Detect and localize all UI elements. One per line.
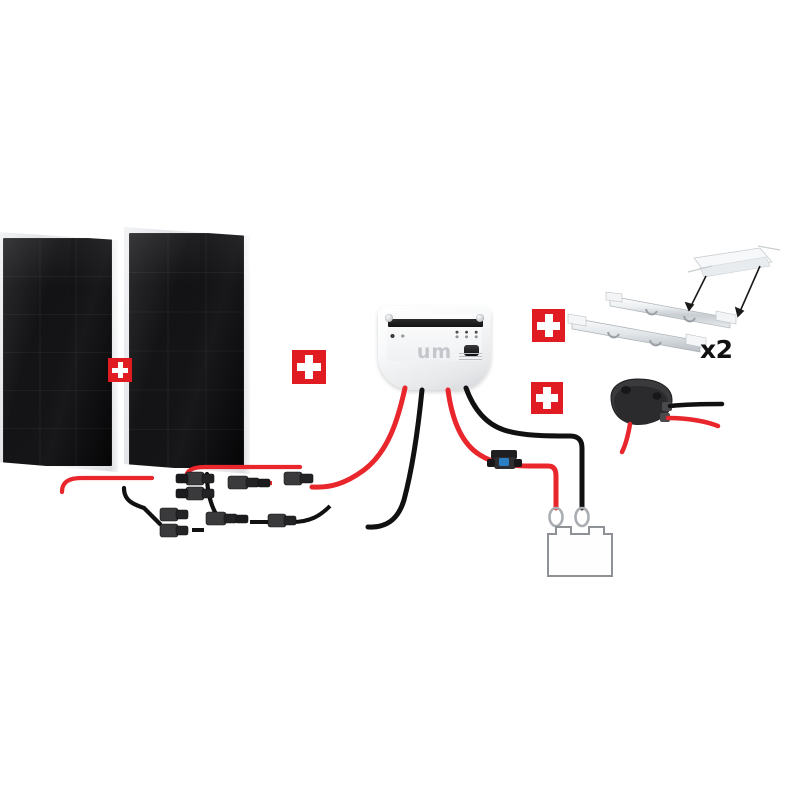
battery-terminal-positive <box>555 526 572 535</box>
mc4-connector <box>175 471 215 486</box>
charge-controller[interactable]: um <box>378 306 491 390</box>
mounting-rail-lower <box>567 313 707 353</box>
panel-edge-highlight <box>243 227 250 474</box>
screw-icon <box>385 314 393 322</box>
plus-badge-panels-to-controller <box>292 350 326 384</box>
panel-cell-grid <box>129 233 244 468</box>
mc4-connector <box>227 475 271 490</box>
controller-spec-label <box>459 353 482 362</box>
mc4-connector <box>283 471 314 486</box>
mc4-connector <box>205 511 249 526</box>
panel-sheen <box>3 238 71 466</box>
screw-icon <box>476 314 484 322</box>
battery[interactable] <box>547 526 613 577</box>
controller-brand-logo: um <box>416 340 453 363</box>
panel-sheen <box>129 233 200 468</box>
rails-quantity-label: x2 <box>700 335 733 364</box>
mc4-connector <box>175 486 215 501</box>
plus-badge-between-panels <box>108 358 132 382</box>
mc4-connector <box>267 513 297 528</box>
panel-glass <box>3 238 112 466</box>
plus-badge-mounting-rails <box>532 309 565 342</box>
mc4-connector <box>159 507 189 522</box>
pv-panel-2[interactable] <box>124 227 250 474</box>
panel-cell-grid <box>3 238 112 466</box>
controller-button[interactable] <box>463 344 479 356</box>
mounting-rail-upper <box>605 291 737 329</box>
leader-arrows <box>684 265 761 318</box>
status-indicator-icons <box>389 332 415 340</box>
plus-badge-cable-gland <box>531 382 563 414</box>
battery-case <box>547 533 613 577</box>
panel-glass <box>129 233 244 468</box>
led-indicator-icons <box>451 329 481 341</box>
mc4-connector <box>159 523 189 538</box>
rail-spoiler <box>687 245 781 278</box>
pv-panel-1[interactable] <box>0 232 118 472</box>
panel-edge-highlight <box>111 232 118 472</box>
battery-terminal-negative <box>588 526 605 535</box>
ring-terminal <box>574 506 590 528</box>
controller-display <box>388 319 484 327</box>
